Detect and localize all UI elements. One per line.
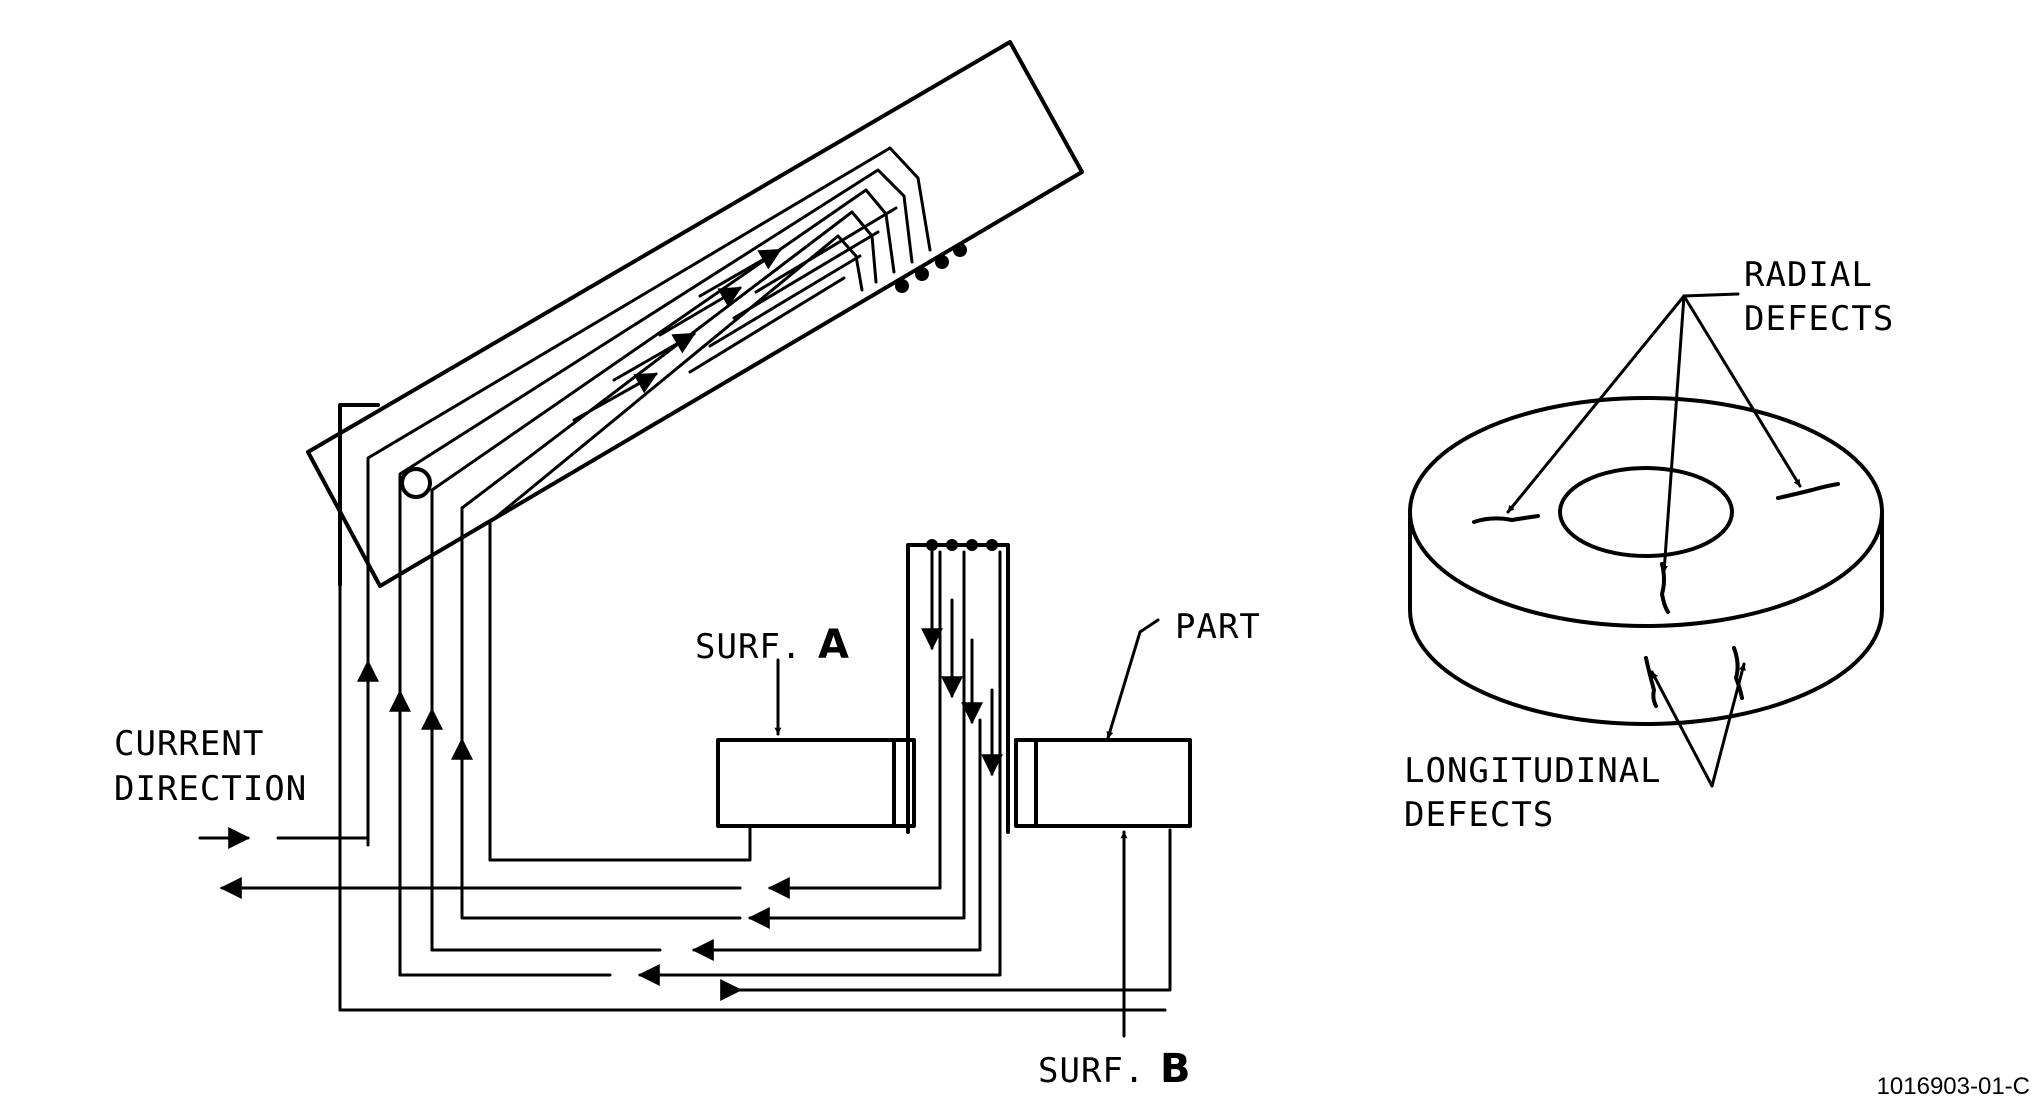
label-longitudinal: LONGITUDINAL — [1404, 751, 1662, 791]
label-direction: DIRECTION — [114, 769, 307, 809]
post-dot-4 — [986, 539, 998, 551]
part-left-block — [716, 738, 916, 828]
longitudinal-leader-2 — [1710, 662, 1746, 788]
label-longitudinal-defects: DEFECTS — [1404, 795, 1554, 835]
label-surf-b: SURF. — [1038, 1051, 1145, 1091]
current-path-4 — [460, 210, 878, 582]
center-post — [906, 543, 1010, 834]
longitudinal-leader-1 — [1650, 670, 1714, 788]
frame-top-left — [338, 403, 380, 587]
return-line-3 — [691, 718, 982, 961]
conductor-assembly — [198, 40, 1192, 1012]
contact-dot-2 — [915, 267, 929, 281]
plate-line-c — [708, 254, 862, 348]
plate-line-b — [732, 230, 880, 320]
return-line-5 — [720, 828, 1172, 1001]
return-line-2 — [747, 550, 966, 929]
plate-line-d — [688, 276, 846, 374]
return-line-2a — [460, 913, 742, 920]
current-path-1 — [366, 146, 932, 582]
radial-defect-right — [1776, 482, 1840, 500]
post-dot-3 — [966, 539, 978, 551]
plate-line-a — [754, 206, 898, 294]
ring-side — [1408, 510, 1884, 726]
plate-arrow-2 — [658, 286, 742, 337]
part-right-block — [1014, 738, 1192, 828]
post-dot-2 — [946, 539, 958, 551]
radial-defect-left — [1472, 514, 1540, 524]
pivot-pin-circle — [400, 467, 432, 499]
label-surf-a-letter: A — [818, 622, 849, 668]
current-path-3 — [430, 188, 896, 582]
ring-part — [1408, 396, 1884, 726]
ring-top-outer — [1408, 396, 1884, 628]
return-line-1 — [767, 550, 942, 899]
figure-id: 1016903-01-C — [1877, 1073, 2030, 1100]
radial-leader-right — [1682, 294, 1802, 488]
return-line-4 — [637, 550, 1002, 986]
label-surf-b-letter: B — [1160, 1046, 1191, 1092]
radial-leader-center — [1660, 294, 1686, 574]
label-surf-a: SURF. — [695, 627, 802, 667]
label-radial-defects: DEFECTS — [1744, 299, 1894, 339]
plate-arrow-4 — [572, 372, 658, 422]
longitudinal-defect-1 — [1644, 656, 1658, 708]
plate-arrow-1 — [698, 248, 782, 298]
label-part: PART — [1175, 607, 1261, 647]
current-path-5 — [488, 234, 864, 542]
radial-leader-left — [1506, 294, 1686, 514]
ring-bore — [1558, 466, 1734, 558]
longitudinal-defect-2 — [1732, 646, 1744, 700]
post-dot-1 — [926, 539, 938, 551]
current-path-2 — [398, 168, 914, 582]
angled-clamp-plate — [306, 40, 1084, 588]
contact-dot-1 — [895, 279, 909, 293]
return-line-0 — [488, 824, 752, 862]
contact-dot-4 — [953, 243, 967, 257]
label-current: CURRENT — [114, 724, 264, 764]
plate-arrow-3 — [612, 332, 696, 382]
radial-leader-tail — [1682, 292, 1740, 298]
label-radial: RADIAL — [1744, 255, 1873, 295]
contact-dot-3 — [935, 255, 949, 269]
part-leader — [1106, 618, 1160, 740]
